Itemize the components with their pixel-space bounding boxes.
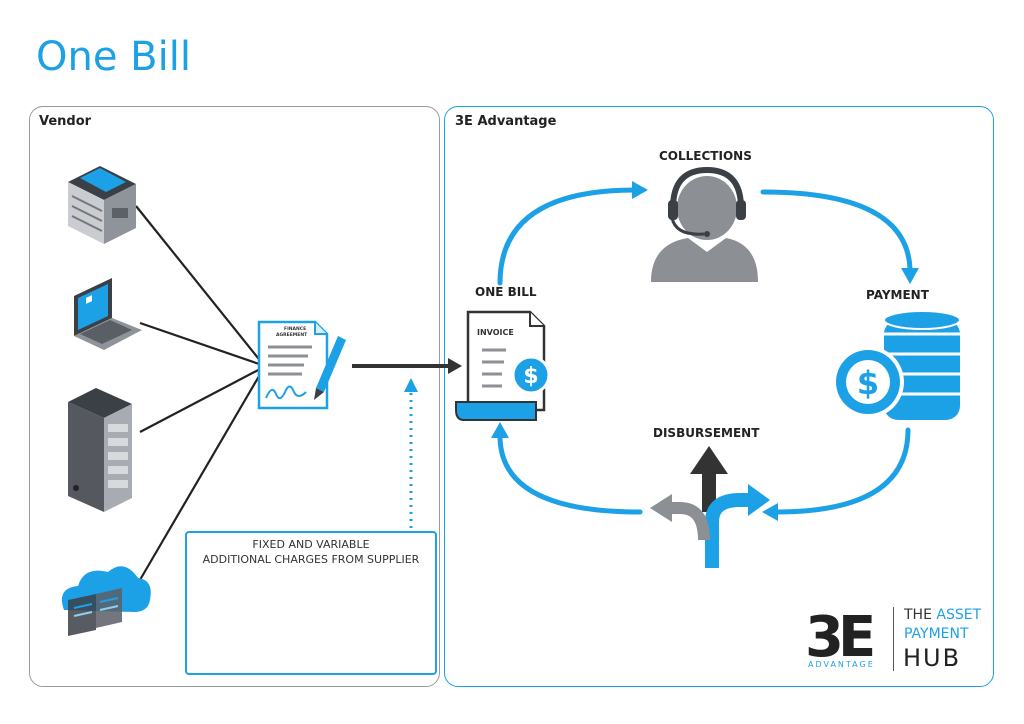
payment-to-disbursement-arrow: [773, 427, 911, 515]
disbursement-split-icon: [650, 446, 770, 568]
logo-line3: HUB: [903, 644, 962, 672]
charges-box: FIXED AND VARIABLE ADDITIONAL CHARGES FR…: [185, 531, 437, 675]
logo-line1-b: ASSET: [936, 607, 982, 623]
charges-line2: ADDITIONAL CHARGES FROM SUPPLIER: [202, 553, 420, 566]
device-connectors: [135, 205, 263, 586]
logo-line1: THE ASSET: [904, 607, 981, 623]
logo-sub: ADVANTAGE: [808, 660, 875, 669]
onebill-label: ONE BILL: [475, 285, 537, 299]
finance-agreement-icon: [257, 320, 346, 410]
agent-headset-icon: [651, 166, 758, 282]
advantage-label: 3E Advantage: [455, 114, 557, 129]
logo-divider: [893, 607, 894, 671]
logo-line1-a: THE: [904, 607, 937, 623]
finance-doc-line1: FINANCE: [284, 326, 306, 332]
disbursement-label: DISBURSEMENT: [653, 426, 760, 440]
svg-text:$: $: [523, 364, 538, 389]
laptop-icon: [74, 278, 142, 350]
logo-mark: 3E: [805, 605, 876, 670]
invoice-icon: $: [455, 310, 551, 421]
invoice-label: INVOICE: [477, 328, 514, 337]
finance-doc-line2: AGREEMENT: [276, 332, 308, 338]
onebill-to-collections-arrow: [497, 187, 638, 286]
copier-icon: [68, 166, 136, 244]
coins-icon: $: [832, 310, 961, 420]
server-icon: [68, 388, 132, 512]
disbursement-to-onebill-arrow: [497, 433, 643, 515]
cloud-icon: [61, 566, 151, 636]
payment-label: PAYMENT: [866, 288, 929, 302]
charges-line1: FIXED AND VARIABLE: [252, 538, 370, 551]
collections-to-payment-arrow: [760, 189, 913, 273]
collections-label: COLLECTIONS: [659, 149, 752, 163]
logo-line2: PAYMENT: [904, 626, 969, 642]
svg-text:$: $: [857, 364, 879, 402]
vendor-label: Vendor: [39, 114, 92, 129]
page-title: One Bill: [36, 34, 191, 80]
